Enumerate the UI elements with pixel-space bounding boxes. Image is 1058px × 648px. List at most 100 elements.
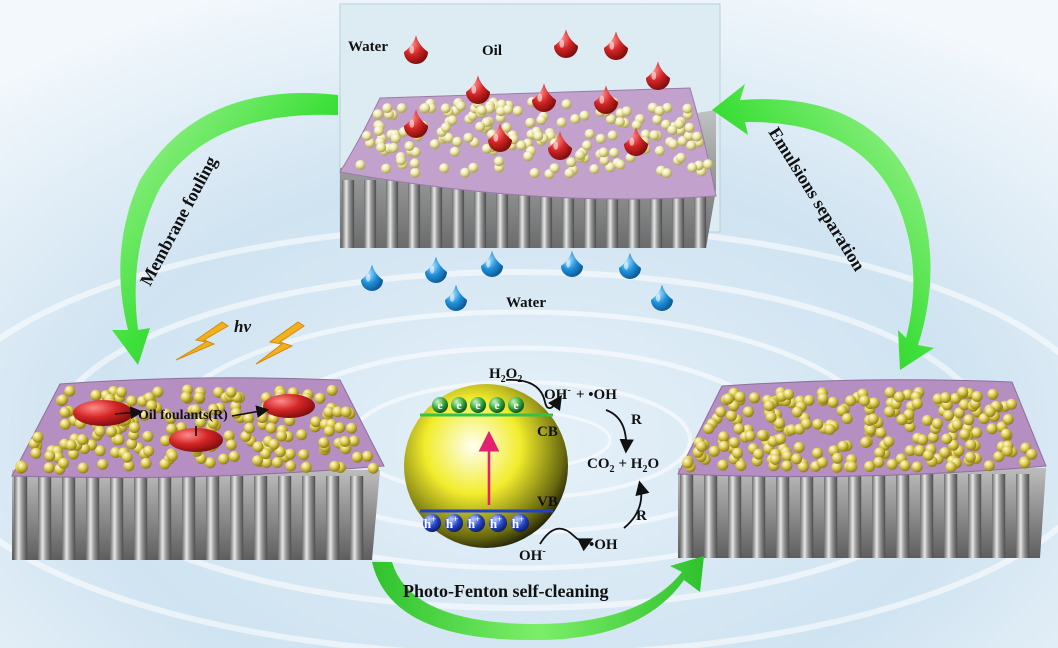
nanoparticle-bead <box>65 439 77 451</box>
nanoparticle-bead <box>225 439 237 451</box>
nanoparticle-bead <box>921 414 933 426</box>
pore-wall <box>326 476 340 560</box>
nanoparticle-bead <box>951 419 963 431</box>
nanoparticle-bead <box>410 147 421 158</box>
nanoparticle-bead <box>59 418 71 430</box>
nanoparticle-bead <box>449 146 460 157</box>
electron-symbol: e <box>437 398 443 412</box>
nanoparticle-bead <box>817 393 829 404</box>
nanoparticle-bead <box>896 414 908 426</box>
nanoparticle-bead <box>566 157 577 168</box>
pore-wall <box>896 474 910 558</box>
nanoparticle-bead <box>954 407 965 419</box>
nanoparticle-bead <box>463 132 474 143</box>
nanoparticle-bead <box>793 441 805 453</box>
nanoparticle-bead <box>348 435 360 447</box>
nanoparticle-bead <box>570 114 581 124</box>
nanoparticle-bead <box>390 133 401 144</box>
nanoparticle-bead <box>914 444 926 456</box>
nanoparticle-bead <box>744 430 756 442</box>
nanoparticle-bead <box>1001 445 1013 457</box>
top-membrane <box>339 87 717 248</box>
nanoparticle-bead <box>116 386 127 398</box>
nanoparticle-bead <box>284 448 296 460</box>
nanoparticle-bead <box>77 462 89 474</box>
nanoparticle-bead <box>396 103 407 114</box>
nanoparticle-bead <box>927 431 939 443</box>
hole <box>423 514 441 532</box>
nanoparticle-bead <box>455 101 466 112</box>
nanoparticle-bead <box>243 422 255 434</box>
nanoparticle-bead <box>875 427 887 439</box>
nanoparticle-bead <box>606 114 616 125</box>
nanoparticle-bead <box>152 386 164 398</box>
nanoparticle-bead <box>1000 428 1012 440</box>
nanoparticle-bead <box>775 433 786 445</box>
nanoparticle-bead <box>260 448 272 460</box>
nanoparticle-bead <box>536 115 547 125</box>
nanoparticle-bead <box>846 461 858 473</box>
nanoparticle-bead <box>763 400 775 412</box>
nanoparticle-bead <box>757 429 768 441</box>
light-bolt-icon <box>255 321 305 365</box>
pore-wall <box>848 474 862 558</box>
oil-foulants-label: Oil foulants(R) <box>138 408 228 423</box>
nanoparticle-bead <box>106 426 117 438</box>
nanoparticle-bead <box>860 436 872 448</box>
nanoparticle-bead <box>43 462 55 474</box>
nanoparticle-bead <box>494 156 504 167</box>
foulant-pointer-arrow <box>114 406 144 420</box>
nanoparticle-bead <box>837 440 849 452</box>
water-drop <box>445 284 467 311</box>
oil-drop <box>466 75 490 104</box>
oil-drop <box>404 109 428 138</box>
nanoparticle-bead <box>113 434 125 446</box>
nanoparticle-bead <box>987 388 999 400</box>
nanoparticle-bead <box>76 434 88 446</box>
nanoparticle-bead <box>274 446 286 458</box>
water-bottom-label: Water <box>506 295 546 311</box>
pore-wall <box>704 474 718 558</box>
nanoparticle-bead <box>355 160 366 170</box>
oh-minus-top-label: OH- <box>544 385 571 403</box>
nanoparticle-bead <box>512 105 523 116</box>
nanoparticle-bead <box>708 445 720 457</box>
nanoparticle-bead <box>684 122 695 133</box>
nanoparticle-bead <box>769 454 781 465</box>
nanoparticle-bead <box>16 461 28 473</box>
pore-wall <box>86 476 100 560</box>
nanoparticle-bead <box>318 437 330 449</box>
nanoparticle-bead <box>195 416 207 428</box>
nanoparticle-bead <box>964 451 976 463</box>
nanoparticle-bead <box>621 106 632 117</box>
nanoparticle-bead <box>774 417 785 429</box>
nanoparticle-bead <box>166 423 177 435</box>
electron-symbol: e <box>475 398 481 412</box>
foulant-pointer-arrow <box>231 405 270 418</box>
nanoparticle-bead <box>440 103 451 114</box>
h2o2-label: H2O2 <box>489 366 522 385</box>
pore-wall <box>278 476 292 560</box>
nanoparticle-bead <box>595 133 606 144</box>
nanoparticle-bead <box>831 461 843 473</box>
hole <box>445 514 463 532</box>
oh-minus-arrow <box>539 527 594 552</box>
nanoparticle-bead <box>556 117 567 128</box>
nanoparticle-bead <box>44 450 56 462</box>
r-upper-arrow <box>605 409 634 454</box>
nanoparticle-bead <box>873 456 885 468</box>
nanoparticle-bead <box>831 452 843 464</box>
nanoparticle-bead <box>265 422 277 434</box>
nanoparticle-bead <box>252 455 263 467</box>
nanoparticle-bead <box>381 163 392 174</box>
electron-symbol: e <box>494 398 500 412</box>
nanoparticle-bead <box>703 159 713 170</box>
nanoparticle-bead <box>67 448 79 460</box>
nanoparticle-bead <box>460 167 471 178</box>
nanoparticle-bead <box>983 460 995 472</box>
oh-radical-top-label: + •OH <box>576 387 617 403</box>
nanoparticle-bead <box>963 414 975 426</box>
nanoparticle-bead <box>986 423 998 435</box>
pore-wall <box>452 180 465 248</box>
nanoparticle-bead <box>516 140 527 151</box>
